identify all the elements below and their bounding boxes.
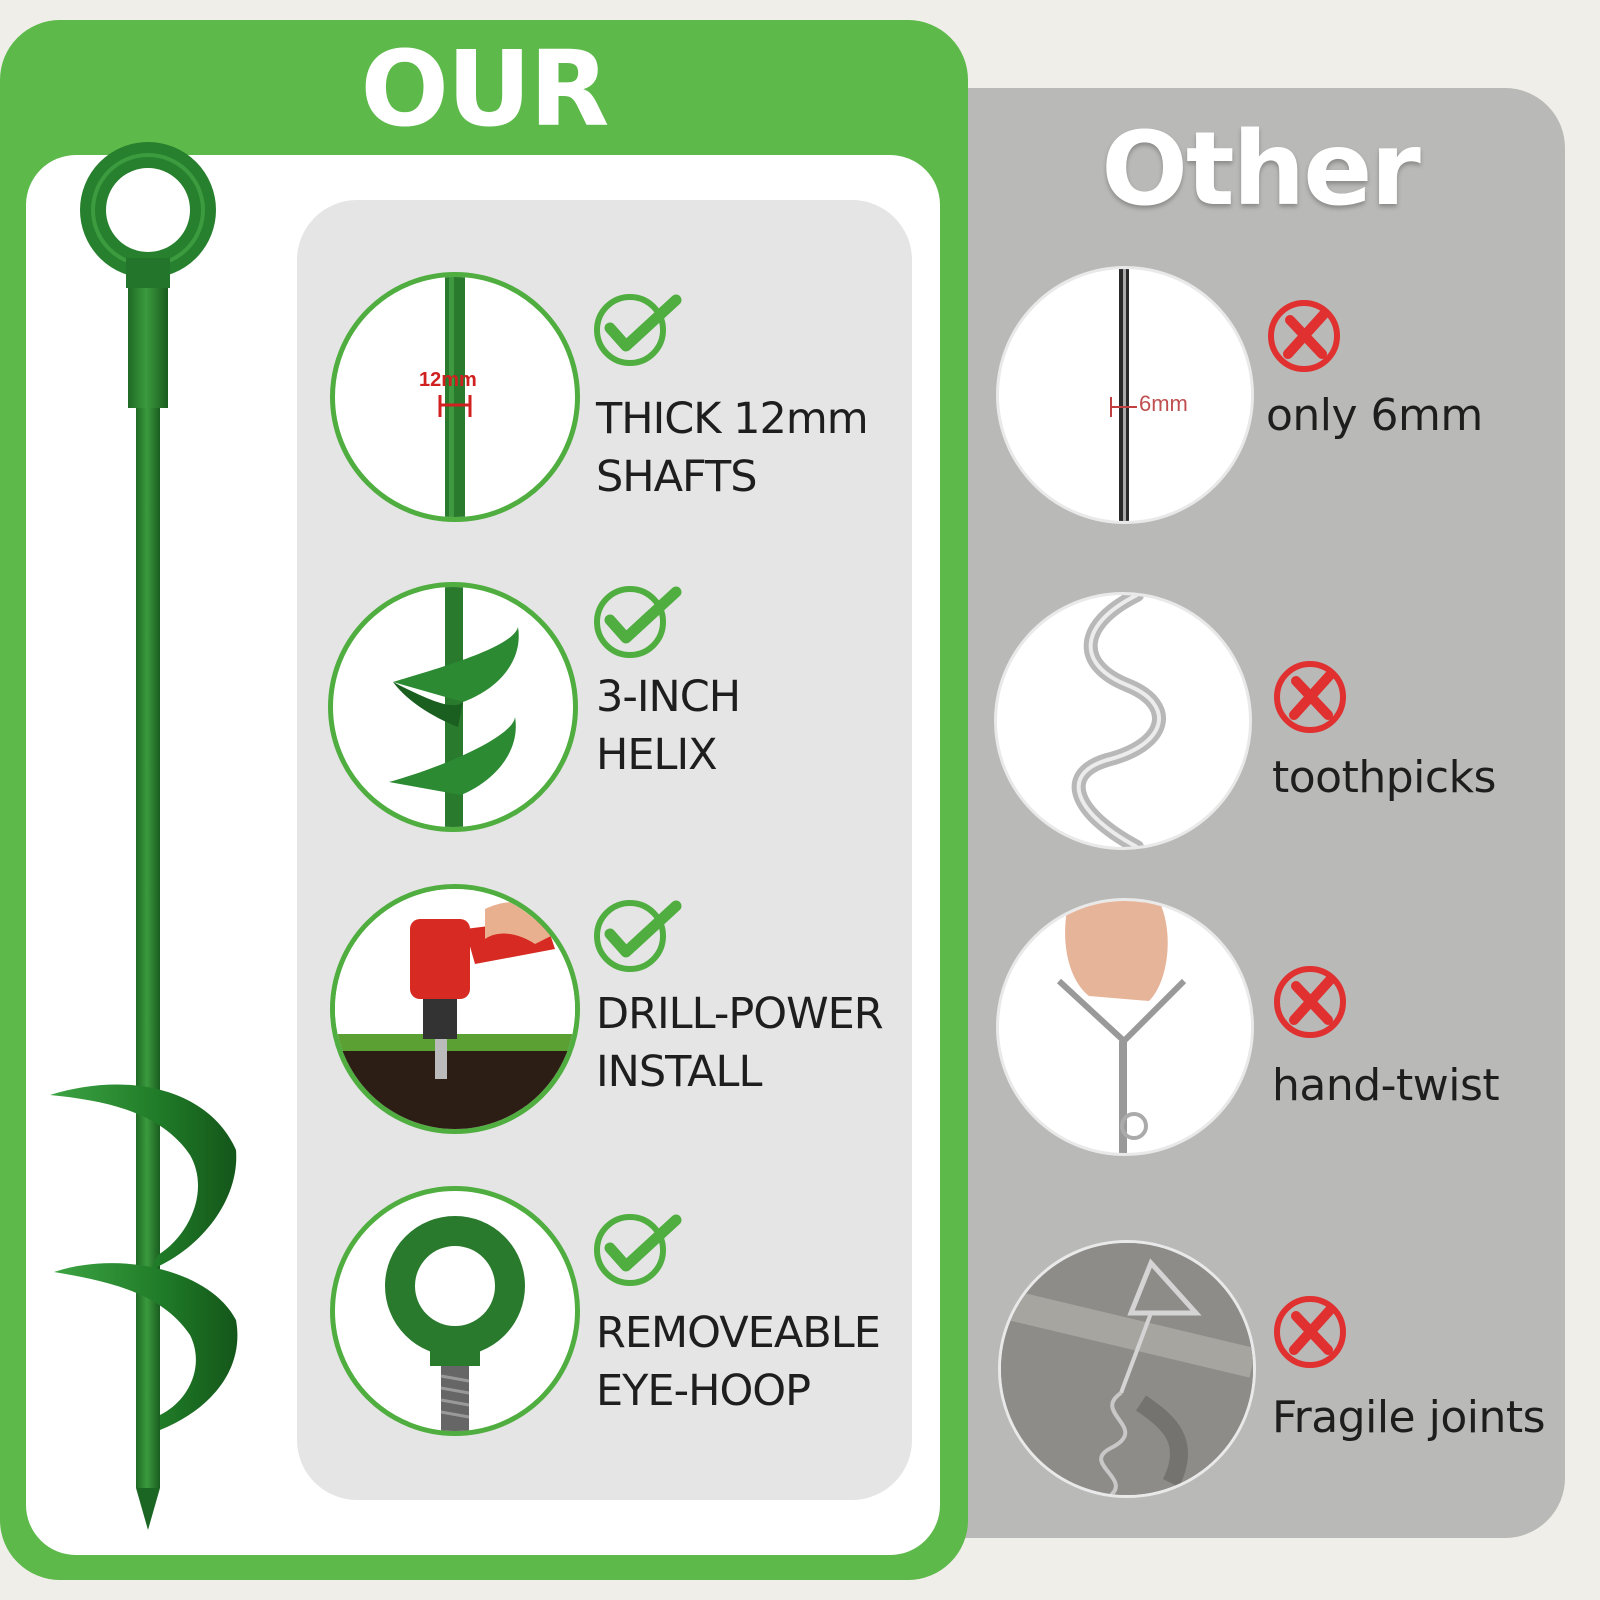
other-heading: Other [1101, 110, 1421, 229]
check-icon [594, 294, 682, 366]
other-toothpick-image [994, 592, 1252, 850]
other-hand-twist-image [996, 898, 1254, 1156]
check-icon [594, 586, 682, 658]
check-icon [594, 1214, 682, 1286]
shaft-size-label: 12mm [419, 369, 477, 391]
cross-icon [1268, 300, 1340, 372]
feature-eye-hoop-image [330, 1186, 580, 1436]
feature-thick-shaft-text: THICK 12mm SHAFTS [596, 394, 869, 502]
other-toothpick-text: toothpicks [1272, 752, 1496, 803]
feature-drill-image [330, 884, 580, 1134]
feature-eye-hoop-text: REMOVEABLE EYE-HOOP [596, 1308, 881, 1416]
cross-icon [1274, 661, 1346, 733]
cross-icon [1274, 966, 1346, 1038]
ground-anchor-image [50, 142, 238, 1530]
other-thin-shaft-image: 6mm [996, 266, 1254, 524]
shaft-size-label: 6mm [1139, 391, 1188, 416]
other-fragile-joints-image [998, 1240, 1256, 1498]
feature-helix-text: 3-INCH HELIX [596, 672, 741, 780]
feature-thick-shaft-image: 12mm [330, 272, 580, 522]
other-hand-twist-text: hand-twist [1272, 1060, 1500, 1111]
check-icon [594, 900, 682, 972]
cross-icon [1274, 1296, 1346, 1368]
our-heading: OUR [360, 28, 610, 150]
feature-helix-image [328, 582, 578, 832]
other-fragile-joints-text: Fragile joints [1272, 1392, 1546, 1443]
other-thin-shaft-text: only 6mm [1266, 390, 1483, 441]
feature-drill-text: DRILL-POWER INSTALL [596, 989, 884, 1097]
